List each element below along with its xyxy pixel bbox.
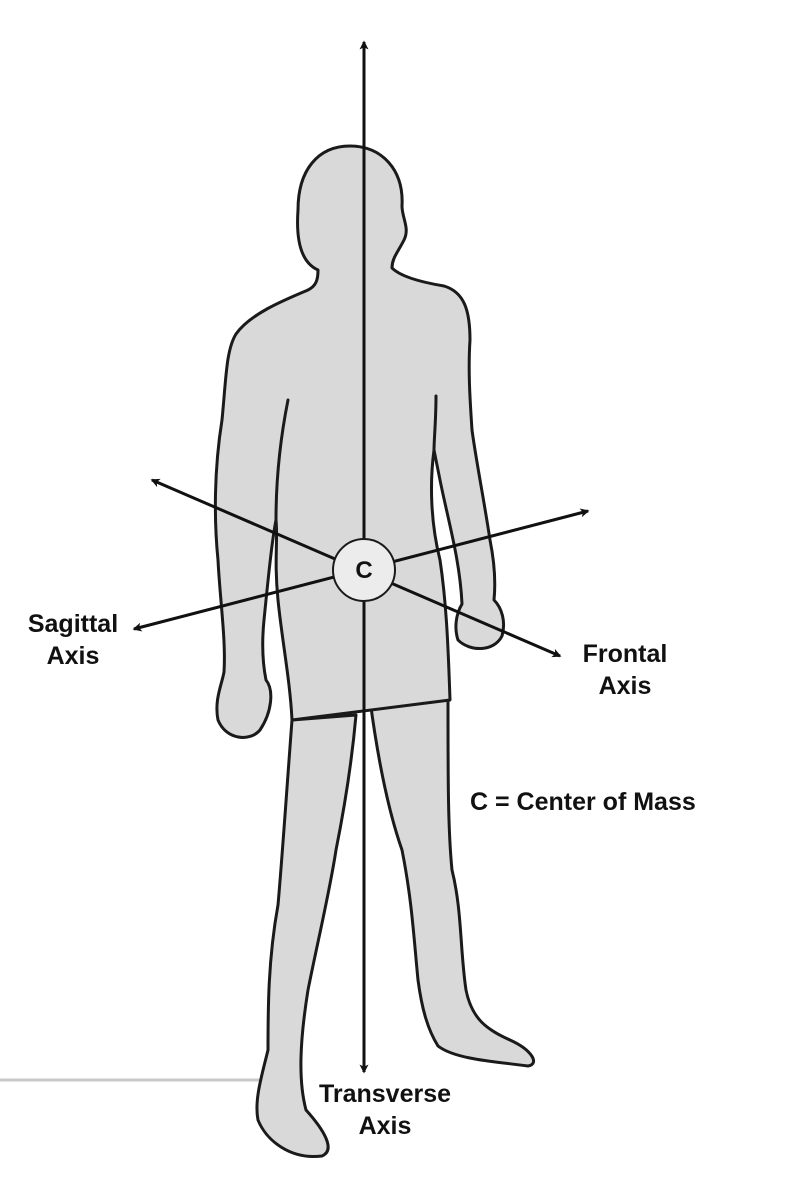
arm-contour-right xyxy=(432,394,438,452)
body-silhouette xyxy=(213,144,535,1159)
sagittal-label-line2: Axis xyxy=(46,642,100,670)
center-of-mass-marker xyxy=(332,538,396,602)
transverse-label-line1: Transverse xyxy=(318,1080,452,1108)
frontal-axis-label: Frontal Axis xyxy=(560,638,690,702)
torso-and-arms xyxy=(213,144,506,739)
frontal-label-line2: Axis xyxy=(598,672,652,700)
sagittal-label-line1: Sagittal xyxy=(27,610,119,638)
center-of-mass-legend: C = Center of Mass xyxy=(470,788,696,816)
right-leg xyxy=(255,713,358,1159)
transverse-label-line2: Axis xyxy=(358,1112,412,1140)
left-leg xyxy=(368,698,535,1068)
frontal-label-line1: Frontal xyxy=(582,640,668,668)
center-marker-letter: C xyxy=(355,557,373,584)
transverse-axis-label: Transverse Axis xyxy=(300,1078,470,1142)
sagittal-axis-label: Sagittal Axis xyxy=(8,608,138,672)
